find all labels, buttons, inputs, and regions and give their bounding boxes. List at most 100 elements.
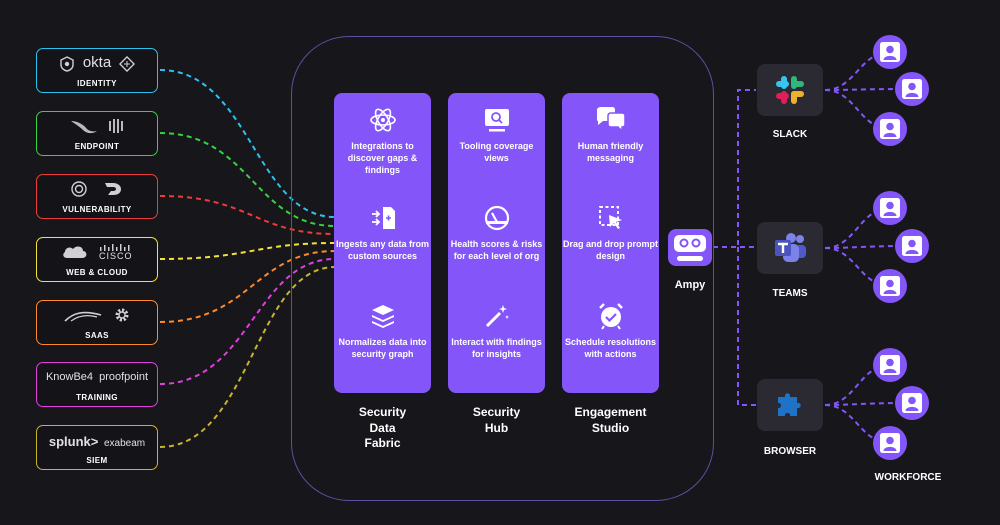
training-logos: KnowBe4 proofpoint <box>37 371 157 383</box>
user-avatar <box>895 386 929 420</box>
feature-schedule: Schedule resolutions with actions <box>562 302 659 360</box>
user-icon <box>880 433 900 453</box>
gauge-icon <box>484 205 509 231</box>
ampy-bot <box>668 229 712 266</box>
source-card-training: KnowBe4 proofpoint TRAINING <box>36 362 158 407</box>
source-wire <box>159 250 336 323</box>
feature-drag-drop: Drag and drop prompt design <box>562 204 659 262</box>
user-icon <box>880 42 900 62</box>
endpoint-logos <box>37 117 157 135</box>
column-security-data-fabric: Integrations to discover gaps & findings… <box>334 93 431 393</box>
user-wire <box>824 89 891 130</box>
bars-logo-icon <box>108 119 123 133</box>
feature-text: Drag and drop prompt design <box>563 239 658 261</box>
user-wire <box>824 207 891 249</box>
proofpoint-logo: proofpoint <box>99 371 149 383</box>
gear-logo-icon <box>115 308 129 322</box>
feature-messaging: Human friendly messaging <box>562 106 659 164</box>
user-avatar <box>873 112 907 146</box>
user-icon <box>902 393 922 413</box>
workforce-label: WORKFORCE <box>874 472 942 483</box>
feature-tooling-coverage: Tooling coverage views <box>448 106 545 164</box>
user-avatar <box>873 426 907 460</box>
source-wire <box>159 258 336 385</box>
app-tile-teams <box>757 222 823 274</box>
layers-icon <box>371 305 394 328</box>
app-tile-slack <box>757 64 823 116</box>
okta-logo: okta <box>82 54 112 71</box>
user-icon <box>880 198 900 218</box>
source-category: VULNERABILITY <box>62 205 132 214</box>
falcon-logo-icon <box>71 121 98 134</box>
feature-text: Tooling coverage views <box>459 141 534 163</box>
chat-bubbles-icon <box>596 107 626 133</box>
feature-ingest: Ingests any data from custom sources <box>334 204 431 262</box>
ampy-wire <box>737 247 756 406</box>
source-category: SAAS <box>85 331 109 340</box>
user-avatar <box>895 72 929 106</box>
shield-logo-icon <box>60 55 74 72</box>
magic-wand-icon <box>485 305 509 328</box>
source-wire <box>159 266 336 448</box>
feature-interact: Interact with findings for insights <box>448 302 545 360</box>
column-engagement-studio: Human friendly messaging Drag and drop p… <box>562 93 659 393</box>
monitor-search-icon <box>484 109 509 132</box>
saas-logos <box>37 306 157 324</box>
column-security-hub: Tooling coverage views Health scores & r… <box>448 93 545 393</box>
source-wire <box>159 242 336 260</box>
user-icon <box>902 236 922 256</box>
user-wire <box>824 364 891 406</box>
app-label-browser: BROWSER <box>763 446 817 457</box>
user-icon <box>880 355 900 375</box>
feature-text: Integrations to discover gaps & findings <box>347 141 418 175</box>
source-wire <box>159 69 336 218</box>
source-card-vulnerability: VULNERABILITY <box>36 174 158 219</box>
source-category: TRAINING <box>76 393 118 402</box>
user-avatar <box>895 229 929 263</box>
source-wire <box>159 195 336 235</box>
drag-select-icon <box>598 206 622 229</box>
cisco-bars-icon <box>99 244 130 252</box>
diamond-logo-icon <box>118 55 135 72</box>
feature-normalize: Normalizes data into security graph <box>334 302 431 360</box>
vulnerability-logos <box>37 180 157 198</box>
cisco-wordmark: CISCO <box>99 251 133 262</box>
circle-logo-icon <box>71 181 87 197</box>
user-avatar <box>873 191 907 225</box>
app-label-slack: SLACK <box>772 129 808 140</box>
user-icon <box>880 276 900 296</box>
app-label-teams: TEAMS <box>772 288 808 299</box>
source-category: WEB & CLOUD <box>66 268 128 277</box>
user-avatar <box>873 35 907 69</box>
feature-text: Normalizes data into security graph <box>338 337 427 359</box>
exabeam-logo: exabeam <box>103 438 146 449</box>
source-wire <box>159 132 336 227</box>
source-category: IDENTITY <box>77 79 117 88</box>
feature-text: Schedule resolutions with actions <box>564 337 657 359</box>
source-category: ENDPOINT <box>74 142 120 151</box>
column-title: Security Data Fabric <box>358 405 407 450</box>
feature-text: Human friendly messaging <box>577 141 644 163</box>
user-wire <box>824 247 891 287</box>
app-tile-browser <box>757 379 823 431</box>
puzzle-icon <box>778 393 801 416</box>
ampy-label: Ampy <box>674 279 706 291</box>
cloud-logo-icon <box>63 246 87 258</box>
feature-text: Ingests any data from custom sources <box>335 239 430 261</box>
user-wire <box>824 51 891 91</box>
knowbe4-logo: KnowBe4 <box>45 371 94 383</box>
column-title: Engagement Studio <box>574 405 647 435</box>
feature-health-scores: Health scores & risks for each level of … <box>448 204 545 262</box>
feature-integrations: Integrations to discover gaps & findings <box>334 106 431 176</box>
user-icon <box>902 79 922 99</box>
platform-hub-frame <box>291 36 714 501</box>
feature-text: Health scores & risks for each level of … <box>450 239 543 261</box>
siem-logos: splunk> exabeam <box>37 434 157 449</box>
identity-logos: okta <box>37 54 157 72</box>
slack-icon <box>776 76 804 104</box>
import-icon <box>371 207 395 229</box>
robot-icon <box>668 229 712 266</box>
source-card-siem: splunk> exabeam SIEM <box>36 425 158 470</box>
source-category: SIEM <box>86 456 108 465</box>
